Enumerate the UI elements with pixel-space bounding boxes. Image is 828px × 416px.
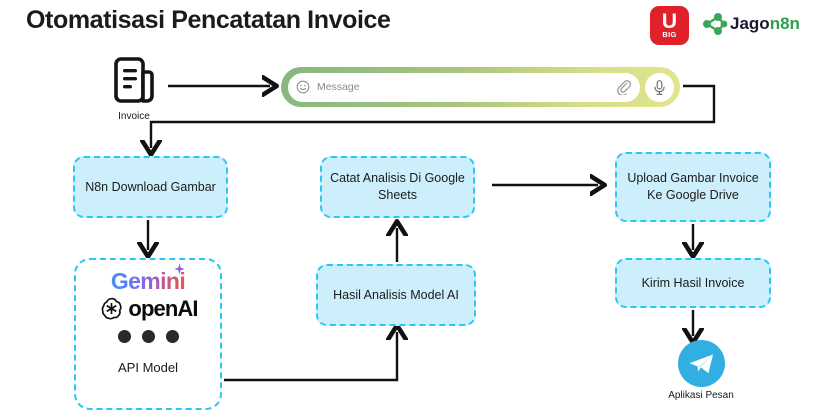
flow-box-catat-analisis[interactable]: Catat Analisis Di Google Sheets (320, 156, 475, 218)
smiley-icon[interactable] (296, 80, 310, 94)
message-input-placeholder[interactable]: Message (317, 81, 360, 93)
jagon8n-text-accent: n8n (769, 14, 800, 33)
flow-box-api-model[interactable]: Gemini openAI API Model (74, 258, 222, 410)
flow-box-kirim-hasil[interactable]: Kirim Hasil Invoice (615, 258, 771, 308)
jagon8n-logo-text: Jagon8n (730, 14, 800, 34)
jagon8n-text-dark: Jago (730, 14, 770, 33)
invoice-document-icon (114, 57, 154, 103)
mic-button[interactable] (645, 72, 674, 102)
ubig-logo-letter: U (661, 10, 678, 33)
openai-mark-icon (102, 297, 123, 320)
openai-logo-text: openAI (128, 295, 198, 321)
invoice-node: Invoice (103, 56, 165, 122)
telegram-node-label: Aplikasi Pesan (668, 390, 734, 401)
flow-box-upload-gambar[interactable]: Upload Gambar Invoice Ke Google Drive (615, 152, 771, 222)
message-input-pill[interactable]: Message (288, 72, 640, 102)
invoice-node-label: Invoice (118, 111, 150, 122)
dot (117, 330, 131, 343)
ubig-logo-subtext: BIG (662, 30, 677, 39)
gemini-logo-text: Gemini (110, 268, 186, 294)
api-model-label: API Model (118, 360, 178, 375)
flow-box-n8n-download[interactable]: N8n Download Gambar (73, 156, 228, 218)
message-bar[interactable]: Message (281, 67, 680, 107)
ubig-logo: U BIG (650, 6, 689, 45)
page-title: Otomatisasi Pencatatan Invoice (26, 6, 391, 34)
three-dots-indicator (117, 330, 179, 343)
microphone-icon[interactable] (652, 79, 667, 96)
paperclip-icon[interactable] (616, 79, 631, 95)
telegram-node: Aplikasi Pesan (655, 340, 747, 401)
telegram-paper-plane-icon[interactable] (688, 352, 715, 376)
dot (165, 330, 179, 343)
gemini-logo: Gemini (110, 263, 186, 294)
sparkle-icon (174, 263, 185, 275)
flow-box-hasil-analisis[interactable]: Hasil Analisis Model AI (316, 264, 476, 326)
telegram-icon[interactable] (677, 340, 725, 387)
n8n-nodes-icon (703, 13, 728, 35)
jagon8n-logo: Jagon8n (702, 12, 800, 36)
dot (141, 330, 155, 343)
openai-logo: openAI (98, 295, 198, 322)
